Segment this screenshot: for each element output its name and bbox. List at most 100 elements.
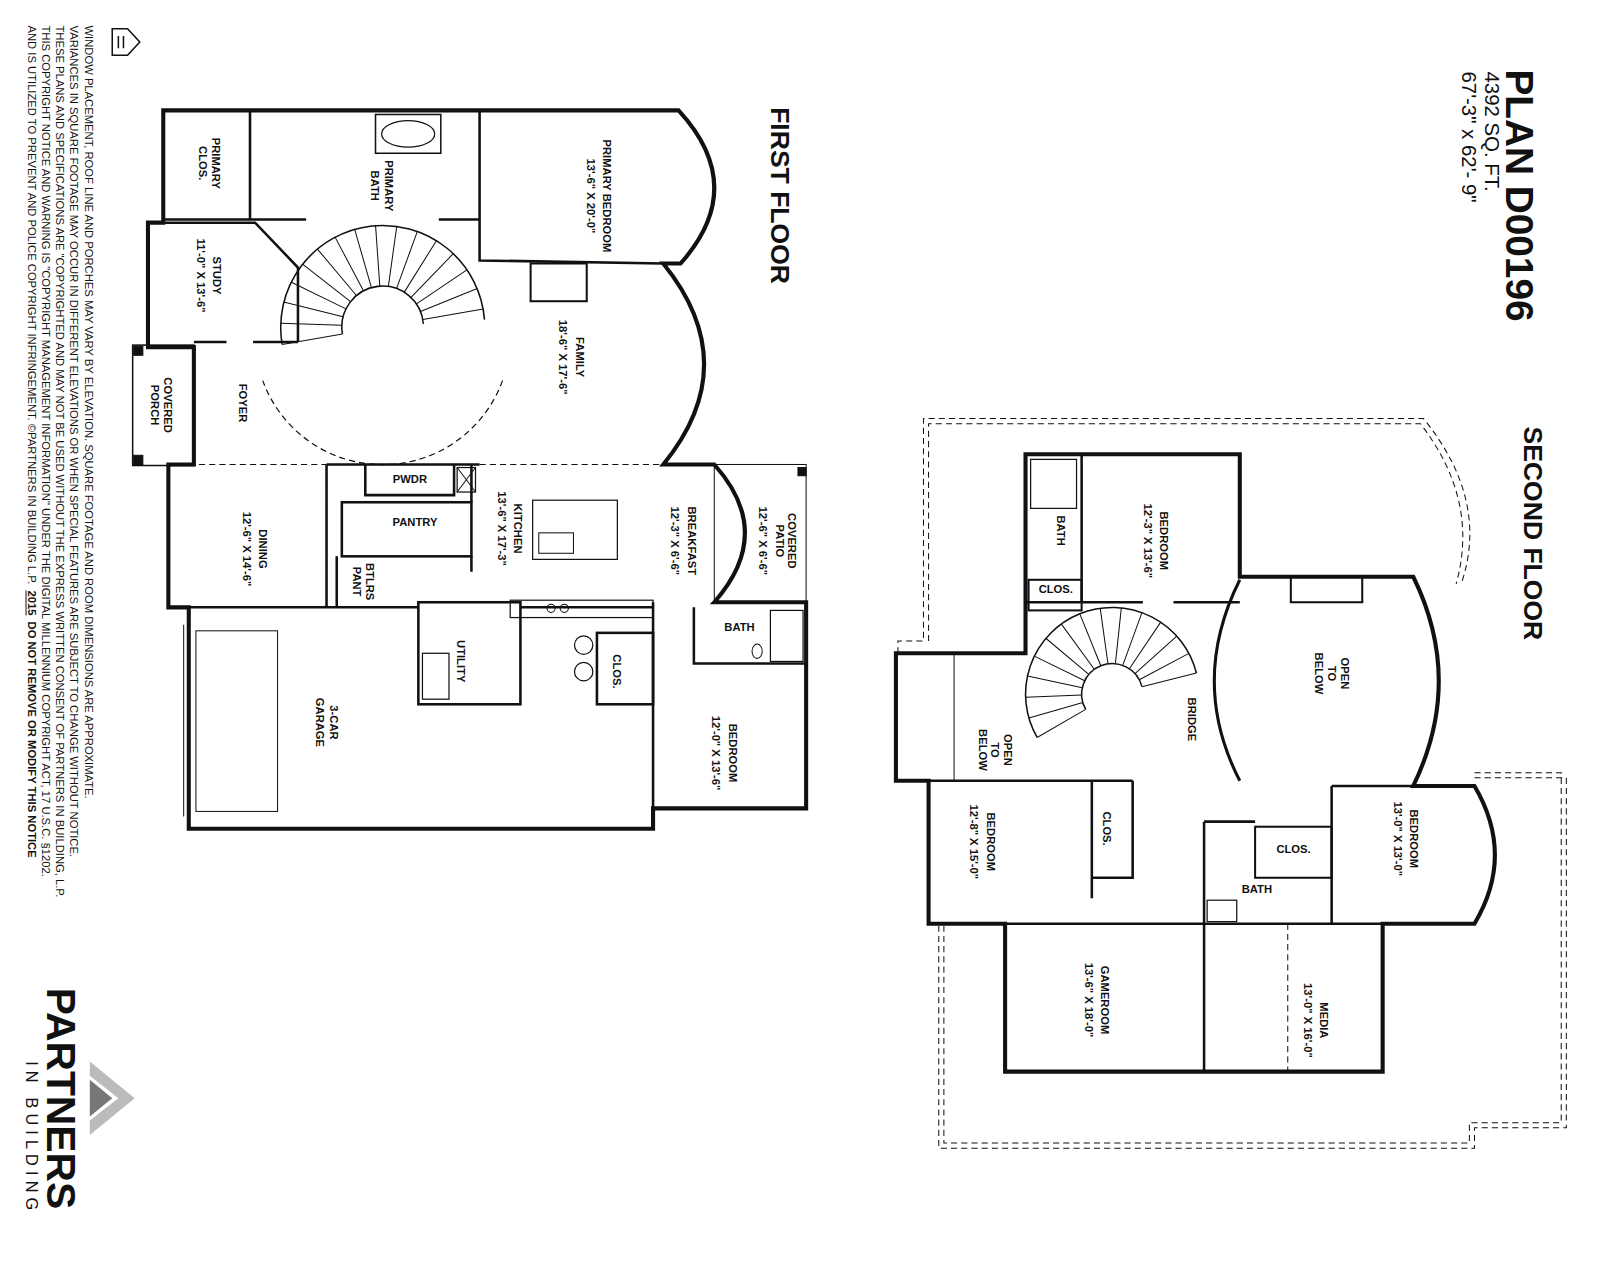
floor-heading-holder: SECOND FLOOR [1520, 427, 1547, 641]
room-area: BEDROOM12'-3" X 13'-6" [1131, 490, 1182, 592]
room-area: PRIMARY BEDROOM13'-6" X 20'-0" [568, 130, 629, 263]
room-area: PRIMARY BATH [358, 150, 405, 221]
floor-plan-outline: SECOND FLOORBEDROOM12'-3" X 13'-6"BATHCL… [890, 412, 1574, 1153]
utility-wall [418, 602, 520, 704]
water-heater [574, 636, 592, 654]
room-name: BATH [1242, 883, 1272, 896]
company-logo-text: IN BUILDING [22, 1061, 38, 1215]
room-area: BATH [1237, 879, 1278, 901]
copyright-notice: 2015 [26, 590, 37, 615]
room-name: BEDROOM [726, 724, 739, 783]
washer-dryer [422, 653, 449, 699]
room-dimensions: 12'-3" X 13'-6" [1142, 503, 1155, 578]
room-area: GAMEROOM13'-6" X 18'-0" [1071, 949, 1122, 1051]
copyright-notice: VARIANCES IN SQUARE FOOTAGE MAY OCCUR IN… [68, 26, 79, 858]
room-area: BRIDGE [1180, 691, 1204, 748]
logo-chevron [90, 1080, 112, 1117]
room-area: DINING12'-6" X 14'-6" [230, 498, 281, 600]
kitchen-island [533, 500, 618, 559]
room-area: STUDY11'-0" X 13'-6" [184, 224, 235, 326]
bridge-rail [1214, 580, 1240, 781]
bathtub [376, 114, 441, 153]
toilet [752, 644, 762, 658]
logo-chevron [90, 1061, 135, 1134]
room-name: MEDIA [1318, 1002, 1331, 1038]
room-dimensions: 12'-8" X 15'-0" [968, 805, 981, 880]
floor-heading: SECOND FLOOR [1520, 427, 1547, 641]
label-holder: THESE PLANS AND SPECIFICATIONS ARE "COPY… [54, 26, 65, 898]
equal-housing-icon [112, 29, 140, 56]
room-name: BREAKFAST [685, 507, 698, 576]
label-holder: THIS COPYRIGHT NOTICE AND WARNING IS "CO… [40, 26, 51, 877]
closet-wall [597, 633, 653, 704]
column [134, 455, 143, 464]
room-area: MEDIA13'-0" X 16'-0" [1291, 969, 1342, 1071]
room-name: PWDR [393, 473, 427, 486]
room-name: KITCHEN [512, 504, 525, 554]
stair-treads [1026, 608, 1197, 738]
room-area: COVERED PATIO12'-6" X 6'-6" [747, 490, 808, 592]
room-area: BEDROOM13'-0" X 13'-0" [1381, 788, 1432, 890]
spiral-stair [1026, 607, 1197, 737]
bathtub [1207, 900, 1237, 921]
room-name: PRIMARY BEDROOM [601, 139, 614, 252]
flue-cross [457, 468, 475, 492]
label-holder: IN BUILDING [22, 1061, 38, 1215]
room-name: CLOS. [1101, 811, 1114, 845]
label-holder: VARIANCES IN SQUARE FOOTAGE MAY OCCUR IN… [68, 26, 79, 858]
room-name: BRIDGE [1185, 698, 1198, 742]
room-name: 3-CAR GARAGE [314, 698, 340, 747]
room-dimensions: 12'-6" X 14'-6" [241, 512, 254, 587]
room-area: KITCHEN13'-6" X 17'-3" [485, 478, 536, 580]
room-name: PANTRY [393, 516, 438, 529]
spiral-stair [281, 225, 485, 344]
room-area: BREAKFAST12'-3" X 6'-6" [658, 490, 709, 592]
bathtub [1031, 459, 1077, 508]
copyright-notice: THIS COPYRIGHT NOTICE AND WARNING IS "CO… [40, 26, 51, 877]
open-to-above-line [168, 381, 663, 465]
interior-wall [929, 454, 1414, 1071]
covered-patio [714, 464, 806, 602]
floor-heading: FIRST FLOOR [767, 107, 794, 284]
room-area: PANTRY [374, 505, 456, 540]
room-name: STUDY [211, 256, 224, 294]
ceiling-line [1287, 924, 1288, 1072]
room-name: BEDROOM [1158, 511, 1171, 570]
room-area: FAMILY18'-6" X 17'-6" [546, 306, 597, 408]
room-name: CLOS. [1039, 583, 1073, 596]
square-footage: 4392 SQ. FT. [1482, 71, 1502, 191]
room-name: GAMEROOM [1098, 966, 1111, 1035]
room-dimensions: 12'-3" X 6'-6" [669, 507, 682, 575]
notice-line: AND IS UTILIZED TO PREVENT AND POLICE CO… [26, 26, 37, 858]
copyright-notice: THESE PLANS AND SPECIFICATIONS ARE "COPY… [54, 26, 65, 898]
water-heater [574, 662, 592, 680]
closet-wall [1255, 827, 1332, 878]
open-to-below-line [954, 653, 955, 781]
room-area: 3-CAR GARAGE [301, 682, 352, 764]
room-area: BTLRS PANT [343, 556, 384, 607]
copyright-notice: AND IS UTILIZED TO PREVENT AND POLICE CO… [26, 26, 37, 585]
room-dimensions: 18'-6" X 17'-6" [557, 320, 570, 395]
room-dimensions: 12'-6" X 6'-6" [757, 507, 770, 575]
room-name: BEDROOM [984, 813, 997, 872]
column [134, 346, 143, 355]
room-dimensions: 13'-0" X 16'-0" [1302, 983, 1315, 1058]
interior-wall [148, 110, 806, 808]
room-area: BEDROOM12'-0" X 13'-6" [699, 702, 750, 804]
copyright-notice: WINDOW PLACEMENT, ROOF LINE AND PORCHES … [83, 26, 94, 799]
bathtub [770, 610, 803, 661]
room-dimensions: 11'-0" X 13'-6" [195, 238, 208, 312]
room-dimensions: 12'-0" X 13'-6" [710, 716, 723, 791]
post [798, 468, 806, 476]
room-name: OPEN TO BELOW [1312, 653, 1351, 695]
counter [510, 600, 653, 617]
room-name: BATH [1055, 515, 1068, 545]
room-area: FOYER [228, 372, 259, 433]
room-area: BEDROOM12'-8" X 15'-0" [957, 791, 1008, 893]
closet-wall [1029, 580, 1082, 611]
room-name: CLOS. [611, 654, 624, 688]
room-dimensions: 13'-6" X 20'-0" [585, 159, 598, 234]
room-area: BATH [714, 615, 765, 639]
